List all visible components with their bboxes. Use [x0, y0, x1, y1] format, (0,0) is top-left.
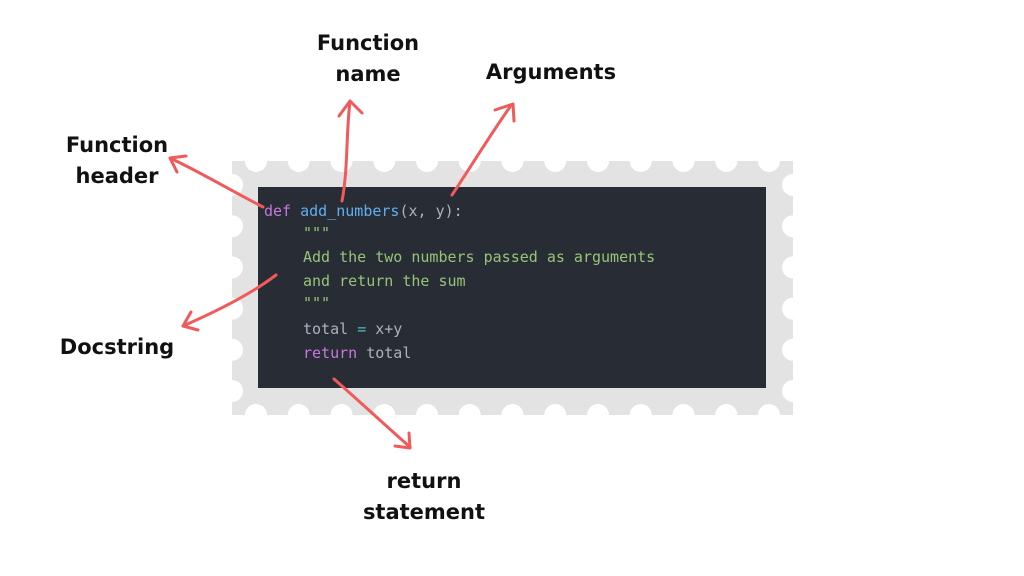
stamp-notch — [629, 404, 652, 426]
code-line-def: def add_numbers(x, y): — [264, 200, 463, 222]
stamp-notch — [416, 404, 438, 426]
stamp-notch — [629, 150, 652, 172]
stamp-notch — [758, 150, 780, 172]
docstring-line-1: Add the two numbers passed as arguments — [303, 248, 656, 266]
stamp-notch — [672, 150, 695, 172]
label-function-header-line2: header — [75, 164, 159, 188]
assign-operator: = — [357, 320, 367, 338]
label-function-name: Function name — [304, 28, 432, 90]
stamp-notch — [245, 404, 267, 426]
stamp-notch — [416, 150, 438, 172]
label-return-statement-line2: statement — [362, 500, 486, 524]
stamp-notch — [715, 404, 738, 426]
stamp-notch — [221, 174, 243, 196]
stamp-notch — [672, 404, 695, 426]
code-line-return: return total — [303, 342, 411, 364]
stamp-notch — [373, 404, 396, 426]
label-docstring: Docstring — [59, 335, 175, 359]
label-return-statement: return statement — [355, 466, 493, 528]
stamp-notch — [782, 297, 804, 320]
stamp-notch — [544, 150, 567, 172]
stamp-notch — [287, 404, 310, 426]
label-arguments: Arguments — [485, 60, 617, 84]
function-name-token: add_numbers — [300, 202, 400, 220]
stamp-notch — [782, 215, 804, 238]
stamp-notch — [782, 380, 804, 402]
stamp-notch — [221, 256, 243, 279]
stamp-notch — [715, 150, 738, 172]
arguments-token: (x, y): — [399, 202, 463, 220]
label-function-name-line1: Function — [316, 31, 420, 55]
label-function-name-line2: name — [335, 62, 401, 86]
label-function-header: Function header — [53, 130, 181, 192]
code-block: def add_numbers(x, y): """ Add the two n… — [258, 187, 766, 388]
docstring-open: """ — [303, 224, 331, 242]
label-function-header-line1: Function — [65, 133, 169, 157]
stamp-notch — [221, 215, 243, 238]
stamp-notch — [221, 297, 243, 320]
stamp-notch — [373, 150, 396, 172]
stamp-notch — [587, 404, 609, 426]
stamp-notch — [245, 150, 267, 172]
stamp-notch — [782, 338, 804, 361]
stamp-notch — [758, 404, 780, 426]
stamp-notch — [330, 150, 353, 172]
stamp-notch — [782, 256, 804, 279]
return-keyword: return — [303, 344, 358, 362]
total-variable: total — [303, 320, 349, 338]
stamp-notch — [221, 380, 243, 402]
stamp-notch — [501, 150, 524, 172]
def-keyword: def — [264, 202, 292, 220]
stamp-notch — [458, 150, 481, 172]
stamp-notch — [587, 150, 609, 172]
stamp-notch — [458, 404, 481, 426]
stamp-notch — [221, 338, 243, 361]
label-return-statement-line1: return — [386, 469, 462, 493]
docstring-close: """ — [303, 294, 331, 312]
stamp-notch — [544, 404, 567, 426]
stamp-notch — [501, 404, 524, 426]
return-value: total — [366, 344, 412, 362]
code-line-total: total = x+y — [303, 318, 402, 340]
stamp-notch — [782, 174, 804, 196]
stamp-notch — [330, 404, 353, 426]
stamp-notch — [287, 150, 310, 172]
docstring-line-2: and return the sum — [303, 272, 466, 290]
sum-expression: x+y — [375, 320, 403, 338]
